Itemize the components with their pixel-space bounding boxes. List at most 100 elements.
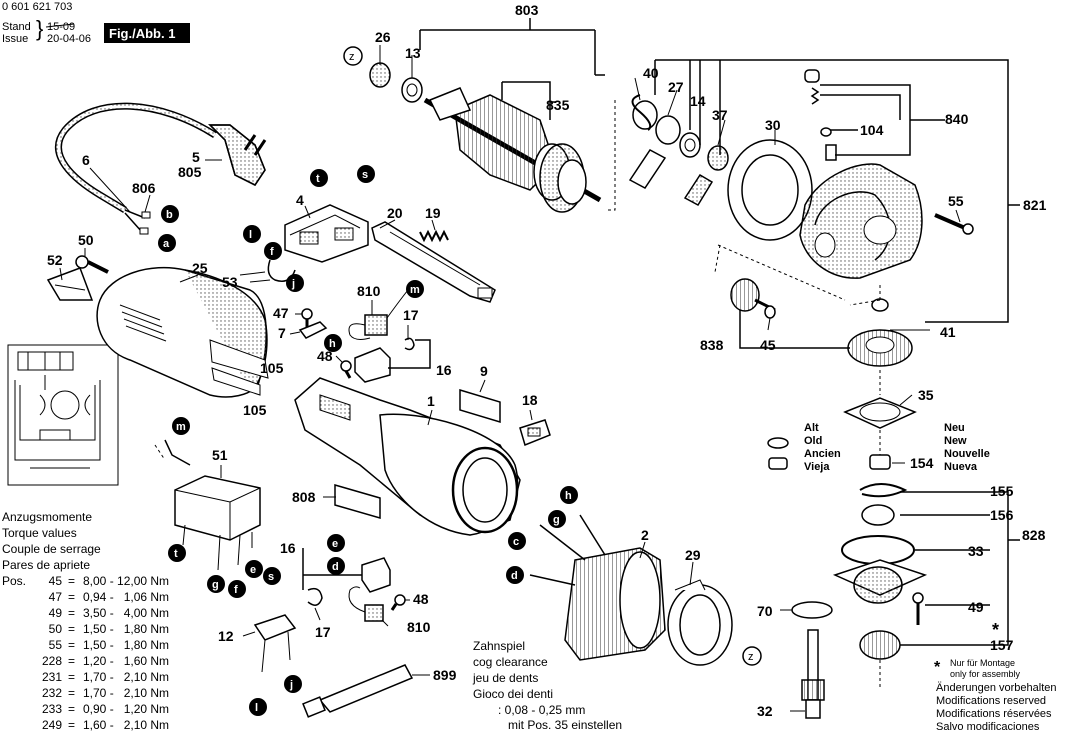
letter-label: t	[174, 548, 178, 560]
letter-circle	[310, 169, 328, 187]
torque-eq: =	[68, 622, 75, 636]
seal-37	[707, 145, 729, 171]
new-label-fr: Nouvelle	[944, 448, 990, 460]
letter-circle	[158, 234, 176, 252]
torque-value: 1,20 - 1,60 Nm	[83, 654, 169, 668]
torque-title-fr: Couple de serrage	[2, 542, 101, 556]
letter-label: h	[329, 338, 336, 350]
spring-17b	[307, 587, 323, 606]
plug	[208, 124, 267, 186]
torque-title-en: Torque values	[2, 526, 77, 540]
letter-circle	[243, 225, 261, 243]
wedge-line	[54, 284, 86, 291]
callout-41: 41	[940, 324, 956, 340]
callout-18: 18	[522, 392, 538, 408]
letter-label: c	[513, 536, 519, 548]
cog-line-fr: jeu de dents	[472, 671, 538, 685]
letter-label: d	[511, 570, 518, 582]
torque-pos: 232	[42, 686, 62, 700]
torque-eq: =	[68, 686, 75, 700]
callout-806: 806	[132, 180, 156, 196]
new-label-es: Nueva	[944, 461, 978, 473]
cap-18	[519, 419, 551, 447]
asterisk: *	[934, 659, 941, 676]
torque-eq: =	[68, 654, 75, 668]
torque-eq: =	[68, 574, 75, 588]
rights-de: Änderungen vorbehalten	[936, 682, 1056, 694]
sleeve	[628, 149, 667, 189]
strikethrough	[45, 23, 75, 28]
callout-899: 899	[433, 667, 457, 683]
pinion-838	[730, 278, 776, 312]
letter-circle	[207, 575, 225, 593]
letter-label: l	[255, 702, 258, 714]
callout-105b: 105	[243, 402, 267, 418]
callout-105a: 105	[260, 360, 284, 376]
letter-circle	[560, 486, 578, 504]
torque-pos: 45	[49, 574, 63, 588]
callout-838: 838	[700, 337, 724, 353]
suppressor-51	[174, 475, 261, 571]
assembly-note: * * Nur für Montage only for assembly	[934, 620, 1021, 679]
armature-835	[423, 87, 602, 213]
callout-155: 155	[990, 483, 1014, 499]
callout-16b: 16	[280, 540, 296, 556]
letter-circle	[245, 560, 263, 578]
callout-40: 40	[643, 65, 659, 81]
letter-circle	[172, 417, 190, 435]
brace: }	[36, 16, 43, 41]
wiring-schematic	[7, 344, 119, 486]
brush-holder-16	[354, 347, 391, 383]
bearing-flange-30	[727, 139, 813, 241]
gear-housing-1	[294, 377, 521, 536]
old-new-legend: Alt Old Ancien Vieja Neu New Nouvelle Nu…	[804, 422, 990, 473]
stator-2	[529, 514, 666, 661]
torque-eq: =	[68, 606, 75, 620]
callout-7: 7	[278, 325, 286, 341]
old-washer-icon	[767, 437, 789, 449]
callout-157: 157	[990, 637, 1014, 653]
callout-828: 828	[1022, 527, 1046, 543]
old-label-de: Alt	[804, 422, 819, 434]
torque-table: Anzugsmomente Torque values Couple de se…	[2, 510, 169, 732]
letter-circle	[343, 46, 363, 66]
callout-numbers: 803 26 13 835 40 27 14 37 30 840 104 821…	[47, 2, 1047, 719]
motor-housing-25	[96, 266, 269, 398]
callout-104: 104	[860, 122, 884, 138]
letter-label: j	[289, 679, 293, 691]
circlip-40-ring	[632, 100, 658, 130]
callout-810a: 810	[357, 283, 381, 299]
issue-label: Issue	[2, 33, 28, 45]
clamp-7	[298, 321, 328, 339]
stand-date: 15-09	[47, 21, 75, 33]
rights-en: Modifications reserved	[936, 695, 1046, 707]
letter-circle	[161, 205, 179, 223]
flange-828	[832, 559, 928, 604]
letter-label: j	[291, 278, 295, 290]
circlip-40	[631, 94, 652, 131]
callout-27: 27	[668, 79, 684, 95]
callout-47: 47	[273, 305, 289, 321]
torque-value: 1,50 - 1,80 Nm	[83, 638, 169, 652]
capacitor-12	[253, 614, 297, 673]
bevel-gear	[847, 329, 913, 367]
letter-label: m	[410, 284, 420, 296]
callout-156: 156	[990, 507, 1014, 523]
spring-17	[404, 337, 415, 351]
new-label-de: Neu	[944, 422, 965, 434]
letter-label: g	[553, 514, 560, 526]
callout-52: 52	[47, 252, 63, 268]
torque-eq: =	[68, 670, 75, 684]
callout-840: 840	[945, 111, 969, 127]
torque-pos: 231	[42, 670, 62, 684]
rights-es: Salvo modificaciones	[936, 721, 1040, 733]
callout-51: 51	[212, 447, 228, 463]
letter-label: s	[362, 169, 368, 181]
letter-label: e	[250, 564, 256, 576]
torque-pos: 50	[49, 622, 63, 636]
torque-value: 1,60 - 2,10 Nm	[83, 718, 169, 732]
asterisk-callout: *	[992, 620, 999, 640]
cog-line-it: Gioco dei denti	[473, 687, 553, 701]
letter-label: s	[268, 571, 274, 583]
